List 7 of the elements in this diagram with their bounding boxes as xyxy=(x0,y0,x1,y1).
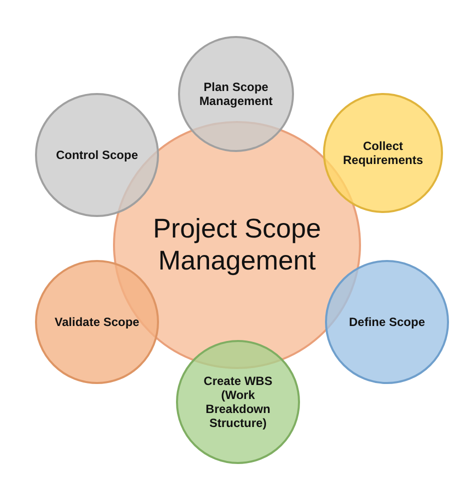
circle-label: Create WBS (Work Breakdown Structure) xyxy=(202,374,274,430)
center-title: Project Scope Management xyxy=(152,212,322,278)
circle-label: Define Scope xyxy=(348,315,426,329)
circle-label: Validate Scope xyxy=(54,315,140,329)
circle-label: Collect Requirements xyxy=(342,139,424,167)
circle-label: Control Scope xyxy=(54,148,139,162)
circle-label: Plan Scope Management xyxy=(198,80,274,108)
